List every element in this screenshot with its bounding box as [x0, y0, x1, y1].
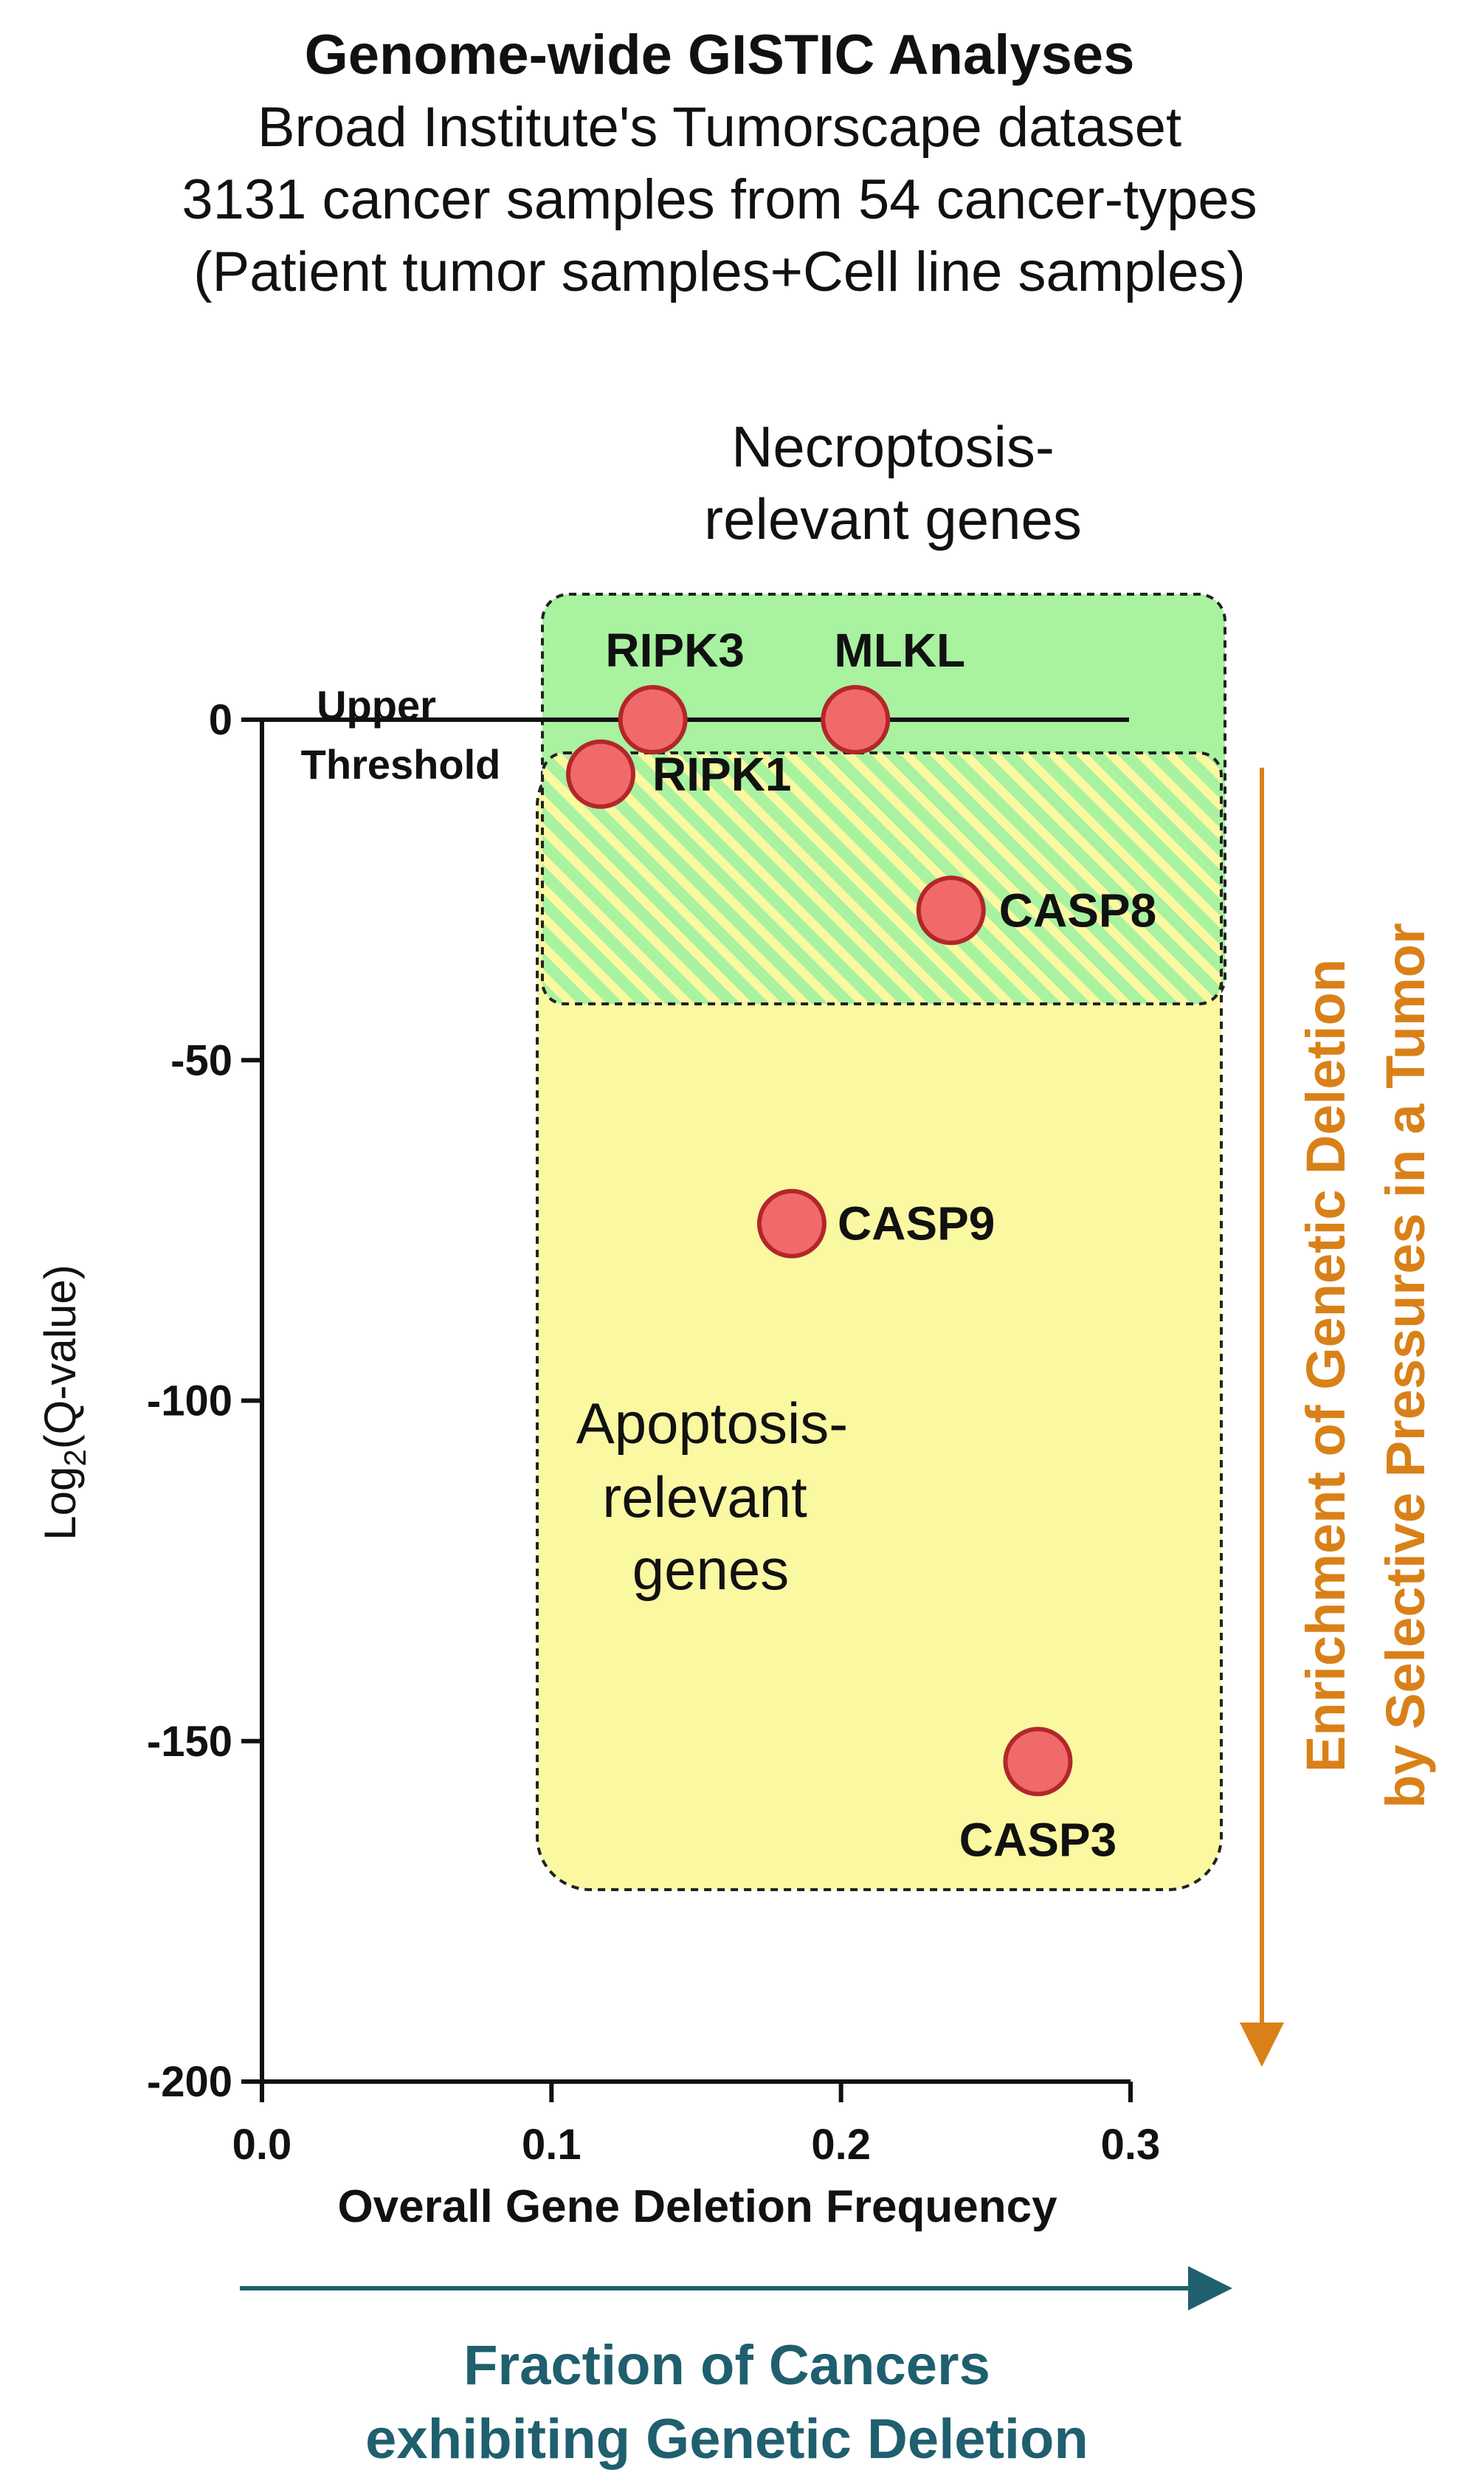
threshold-label-line1: Upper [317, 682, 436, 729]
threshold-label-line2: Threshold [301, 741, 501, 788]
chart-subtitle-dataset: Broad Institute's Tumorscape dataset [258, 96, 1181, 159]
y-tick-label: -100 [147, 1377, 232, 1425]
scatter-points [566, 685, 1073, 1797]
x-tick-label: 0.1 [522, 2121, 581, 2169]
chart-subtitle-samples: 3131 cancer samples from 54 cancer-types [182, 168, 1257, 231]
x-tick-label: 0.3 [1101, 2121, 1161, 2169]
necroptosis-label-line2: relevant genes [704, 486, 1082, 551]
overlap-region [541, 751, 1223, 1005]
chart-title: Genome-wide GISTIC Analyses [305, 24, 1135, 86]
point-casp3 [1003, 1727, 1073, 1797]
point-casp9 [756, 1188, 826, 1259]
x-axis-title: Overall Gene Deletion Frequency [337, 2181, 1057, 2232]
point-label-casp9: CASP9 [838, 1197, 995, 1250]
y-axis-title: Log2(Q-value) [35, 1264, 92, 1541]
apoptosis-label-line1: Apoptosis- [576, 1391, 849, 1456]
point-label-casp3: CASP3 [959, 1813, 1117, 1866]
y-tick-label: -150 [147, 1718, 232, 1766]
fraction-label-line1: Fraction of Cancers [463, 2334, 990, 2397]
necroptosis-label-line1: Necroptosis- [731, 414, 1055, 479]
x-axis-ticks: 0.0 0.1 0.2 0.3 [232, 2082, 1161, 2169]
point-ripk3 [618, 685, 688, 754]
y-axis-ticks: 0 -50 -100 -150 -200 [147, 696, 262, 2106]
x-tick-label: 0.0 [232, 2121, 292, 2169]
point-ripk1 [566, 739, 636, 809]
chart-subtitle-types: (Patient tumor samples+Cell line samples… [193, 241, 1246, 303]
fraction-label-line2: exhibiting Genetic Deletion [365, 2408, 1088, 2471]
point-label-ripk3: RIPK3 [605, 624, 745, 677]
y-tick-label: -50 [170, 1036, 232, 1084]
apoptosis-label-line2: relevant [602, 1464, 807, 1529]
enrichment-label-line1: Enrichment of Genetic Deletion [1295, 959, 1356, 1772]
point-label-ripk1: RIPK1 [652, 748, 792, 801]
apoptosis-region [536, 751, 1223, 1891]
point-casp8 [916, 875, 986, 946]
apoptosis-label-line3: genes [632, 1537, 790, 1602]
y-tick-label: 0 [209, 696, 232, 744]
point-label-mlkl: MLKL [834, 624, 965, 677]
y-tick-label: -200 [147, 2058, 232, 2106]
point-label-casp8: CASP8 [999, 884, 1156, 937]
point-mlkl [821, 685, 891, 754]
x-tick-label: 0.2 [811, 2121, 871, 2169]
enrichment-label-line2: by Selective Pressures in a Tumor [1375, 923, 1436, 1808]
